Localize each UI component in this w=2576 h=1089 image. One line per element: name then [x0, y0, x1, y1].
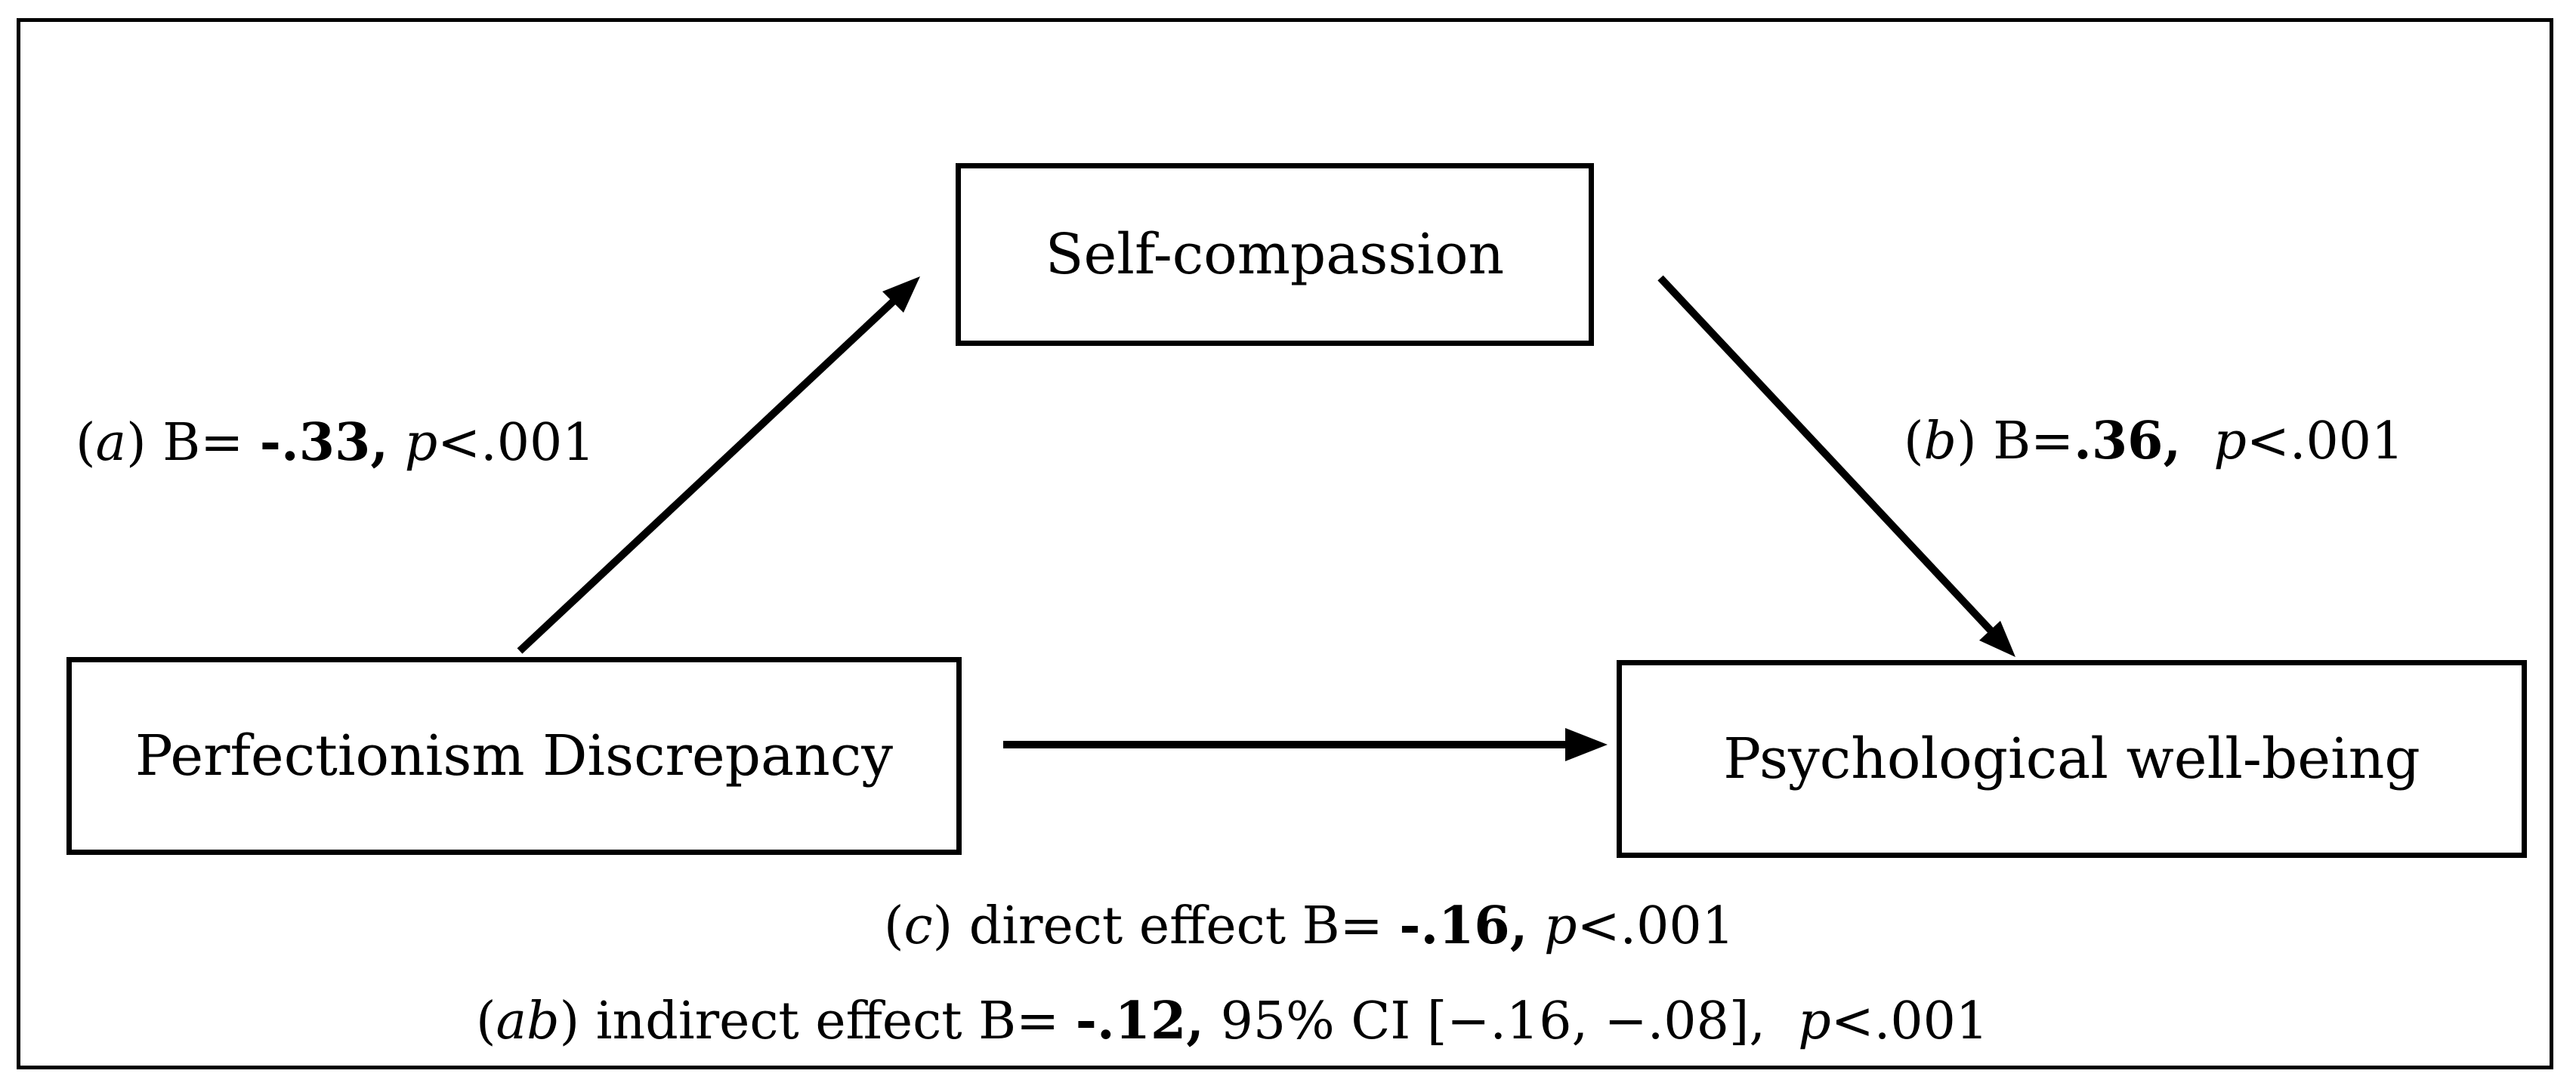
- path-a-label: (a) B= -.33, p<.001: [76, 412, 595, 473]
- arrow-a: [517, 276, 920, 654]
- arrow-b: [1657, 275, 2015, 657]
- predictor-label: Perfectionism Discrepancy: [134, 723, 894, 788]
- path-b-label: (b) B=.36, p<.001: [1904, 411, 2405, 471]
- figure-frame: [17, 18, 2553, 1069]
- arrow-c: [1003, 728, 1608, 761]
- outcome-box: Psychological well-being: [1617, 660, 2527, 858]
- mediator-label: Self-compassion: [1045, 222, 1505, 287]
- outcome-label: Psychological well-being: [1723, 727, 2420, 791]
- mediator-box: Self-compassion: [956, 163, 1594, 346]
- path-c-label: (c) direct effect B= -.16, p<.001: [884, 896, 1734, 956]
- predictor-box: Perfectionism Discrepancy: [66, 657, 962, 855]
- path-ab-label: (ab) indirect effect B= -.12, 95% CI [−.…: [476, 991, 1989, 1051]
